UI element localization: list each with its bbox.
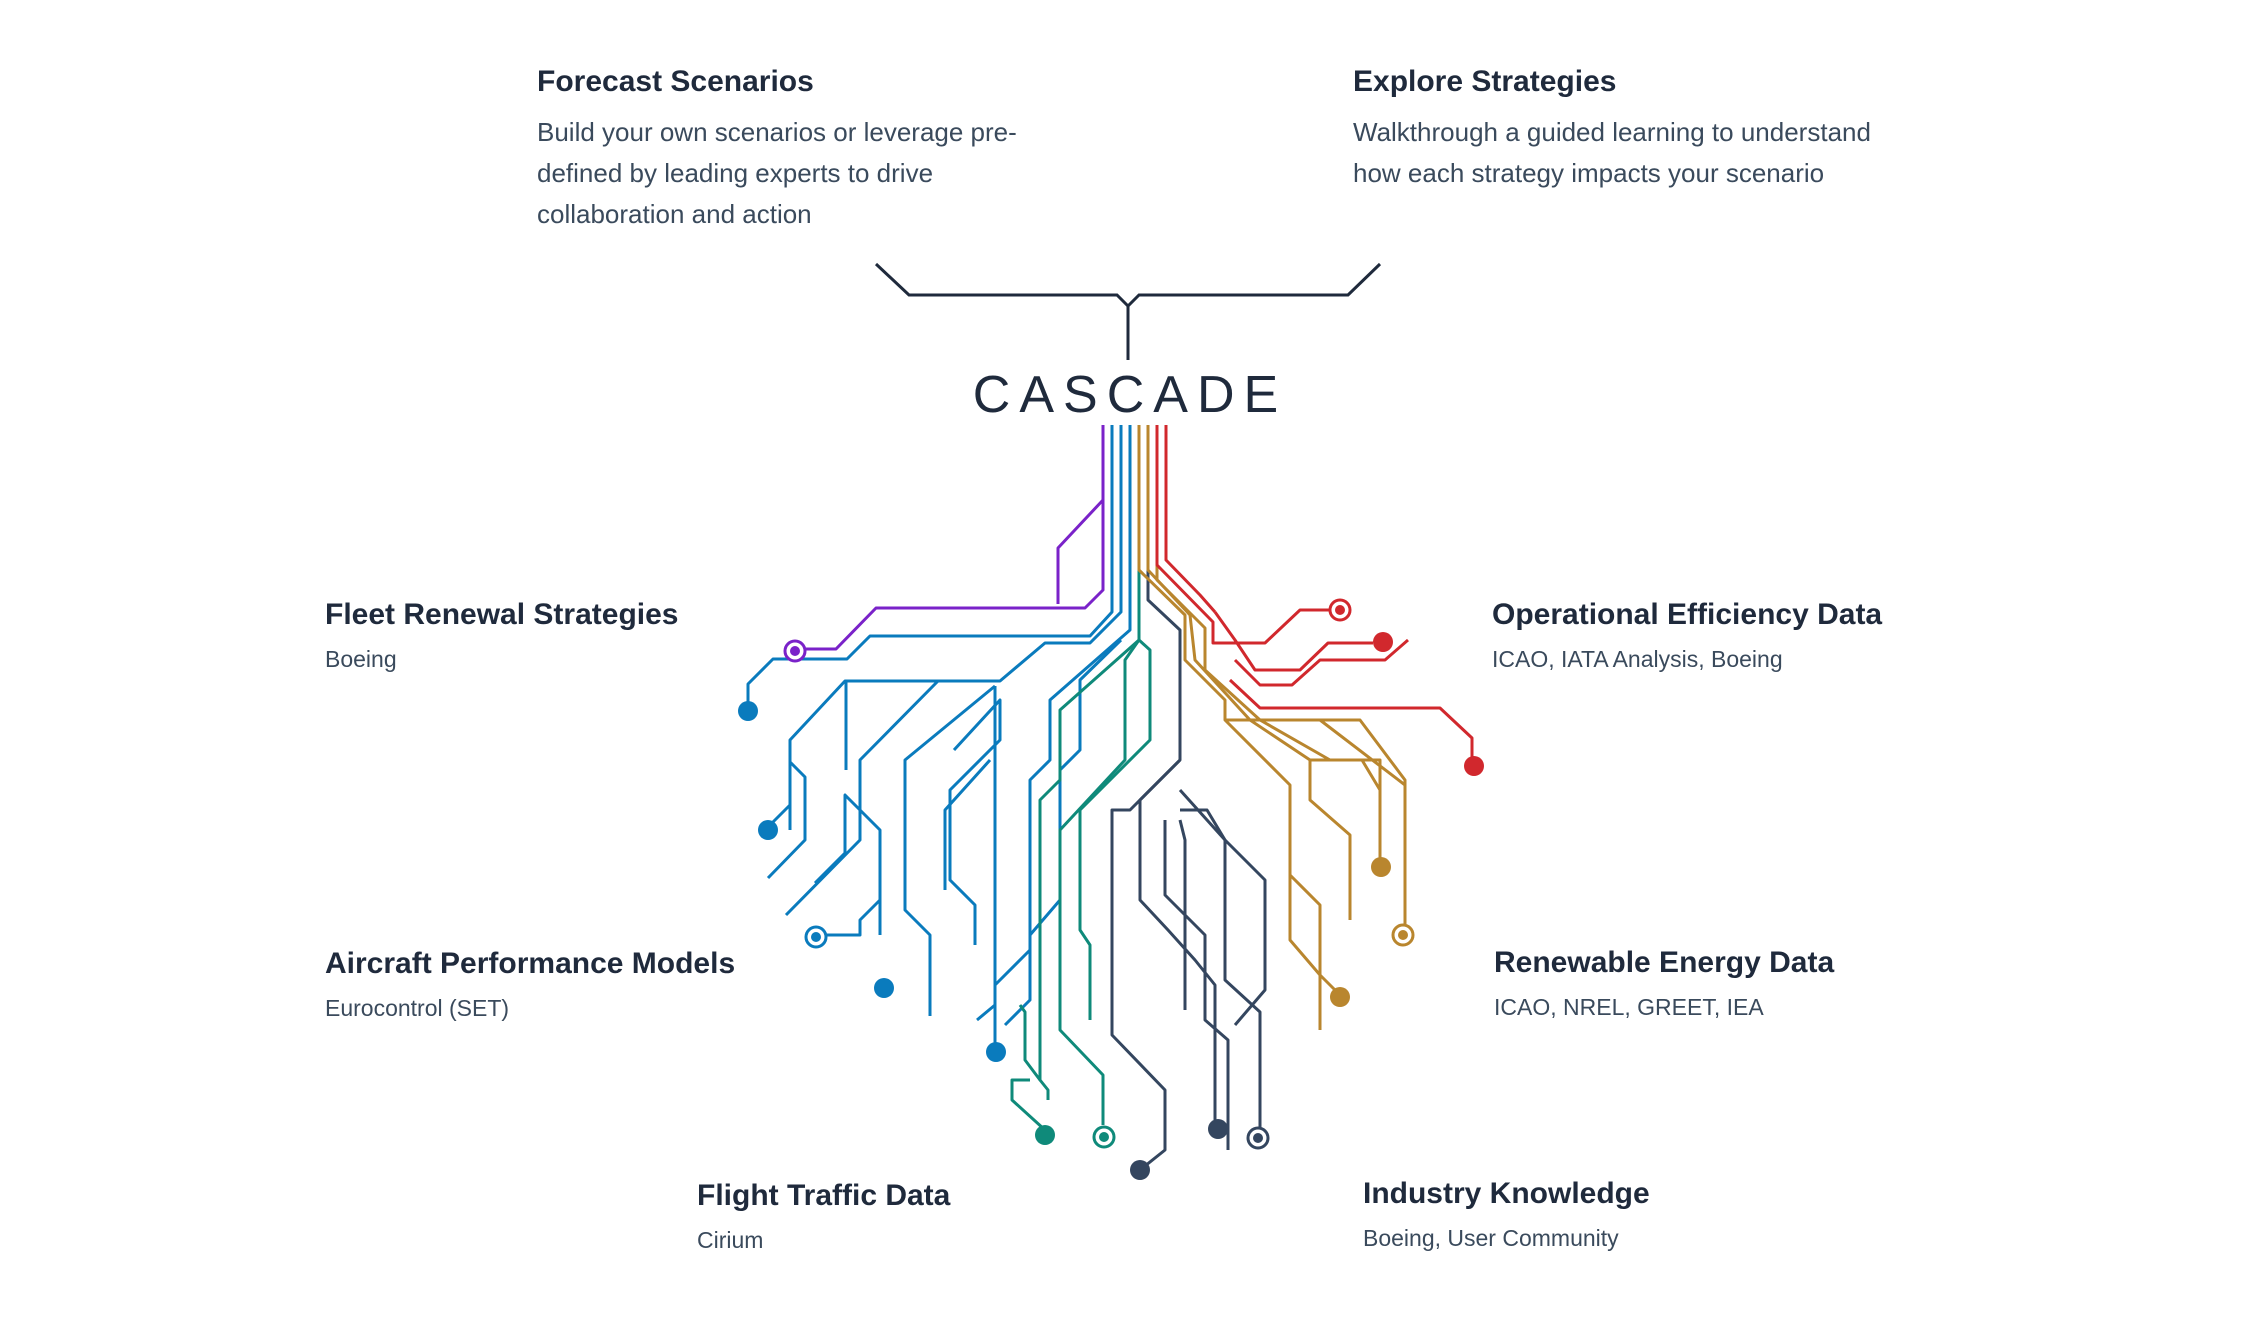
operational-efficiency-block: Operational Efficiency Data ICAO, IATA A… — [1492, 597, 1882, 675]
aircraft-performance-nodes — [738, 701, 1006, 1062]
flight-traffic-traces — [1010, 425, 1152, 1132]
node-ring-center — [1253, 1133, 1263, 1143]
operational-efficiency-nodes — [1328, 598, 1484, 776]
industry-knowledge-traces — [1110, 425, 1267, 1172]
forecast-scenarios-block: Forecast Scenarios Build your own scenar… — [537, 64, 1057, 235]
aircraft-performance-source: Eurocontrol (SET) — [325, 995, 510, 1021]
explore-strategies-block: Explore Strategies Walkthrough a guided … — [1353, 64, 1873, 194]
explore-strategies-title: Explore Strategies — [1353, 65, 1617, 98]
aircraft-performance-traces — [746, 425, 1132, 1048]
renewable-energy-traces — [1137, 425, 1407, 1030]
node-dot — [1130, 1160, 1150, 1180]
flight-traffic-title: Flight Traffic Data — [697, 1179, 951, 1212]
node-dot — [1208, 1119, 1228, 1139]
node-ring-center — [1335, 605, 1345, 615]
operational-efficiency-source: ICAO, IATA Analysis, Boeing — [1492, 646, 1783, 672]
renewable-energy-title: Renewable Energy Data — [1494, 946, 1835, 979]
fleet-renewal-nodes — [783, 639, 807, 663]
bracket-line — [874, 262, 1382, 309]
aircraft-performance-rings — [804, 925, 828, 949]
renewable-energy-nodes — [1330, 857, 1415, 1007]
renewable-energy-source: ICAO, NREL, GREET, IEA — [1494, 994, 1764, 1020]
forecast-scenarios-description: Build your own scenarios or leverage pre… — [537, 117, 1017, 229]
industry-knowledge-nodes — [1130, 1119, 1270, 1180]
node-dot — [986, 1042, 1006, 1062]
node-ring-center — [1398, 930, 1408, 940]
industry-knowledge-title: Industry Knowledge — [1363, 1177, 1650, 1210]
aircraft-performance-title: Aircraft Performance Models — [325, 947, 736, 980]
node-ring-center — [1099, 1132, 1109, 1142]
node-ring-center — [790, 646, 800, 656]
node-dot — [874, 978, 894, 998]
fleet-renewal-title: Fleet Renewal Strategies — [325, 598, 679, 631]
fleet-renewal-source: Boeing — [325, 646, 397, 672]
node-dot — [1035, 1125, 1055, 1145]
flight-traffic-source: Cirium — [697, 1227, 764, 1253]
fleet-renewal-traces — [797, 425, 1105, 651]
node-dot — [1464, 756, 1484, 776]
flight-traffic-block: Flight Traffic Data Cirium — [697, 1178, 950, 1256]
node-dot — [738, 701, 758, 721]
node-ring-center — [811, 932, 821, 942]
explore-strategies-description: Walkthrough a guided learning to underst… — [1353, 117, 1871, 188]
flight-traffic-nodes — [1035, 1125, 1116, 1149]
node-dot — [1371, 857, 1391, 877]
cascade-logo-text: CASCADE — [973, 366, 1287, 424]
node-dot — [1373, 632, 1393, 652]
node-dot — [758, 820, 778, 840]
industry-knowledge-block: Industry Knowledge Boeing, User Communit… — [1363, 1176, 1650, 1254]
renewable-energy-block: Renewable Energy Data ICAO, NREL, GREET,… — [1494, 945, 1834, 1023]
aircraft-performance-block: Aircraft Performance Models Eurocontrol … — [325, 946, 735, 1024]
industry-knowledge-source: Boeing, User Community — [1363, 1225, 1619, 1251]
fleet-renewal-block: Fleet Renewal Strategies Boeing — [325, 597, 678, 675]
top-bracket — [874, 262, 1382, 360]
operational-efficiency-title: Operational Efficiency Data — [1492, 598, 1883, 631]
node-dot — [1330, 987, 1350, 1007]
forecast-scenarios-title: Forecast Scenarios — [537, 65, 814, 98]
operational-efficiency-traces — [1155, 425, 1474, 760]
